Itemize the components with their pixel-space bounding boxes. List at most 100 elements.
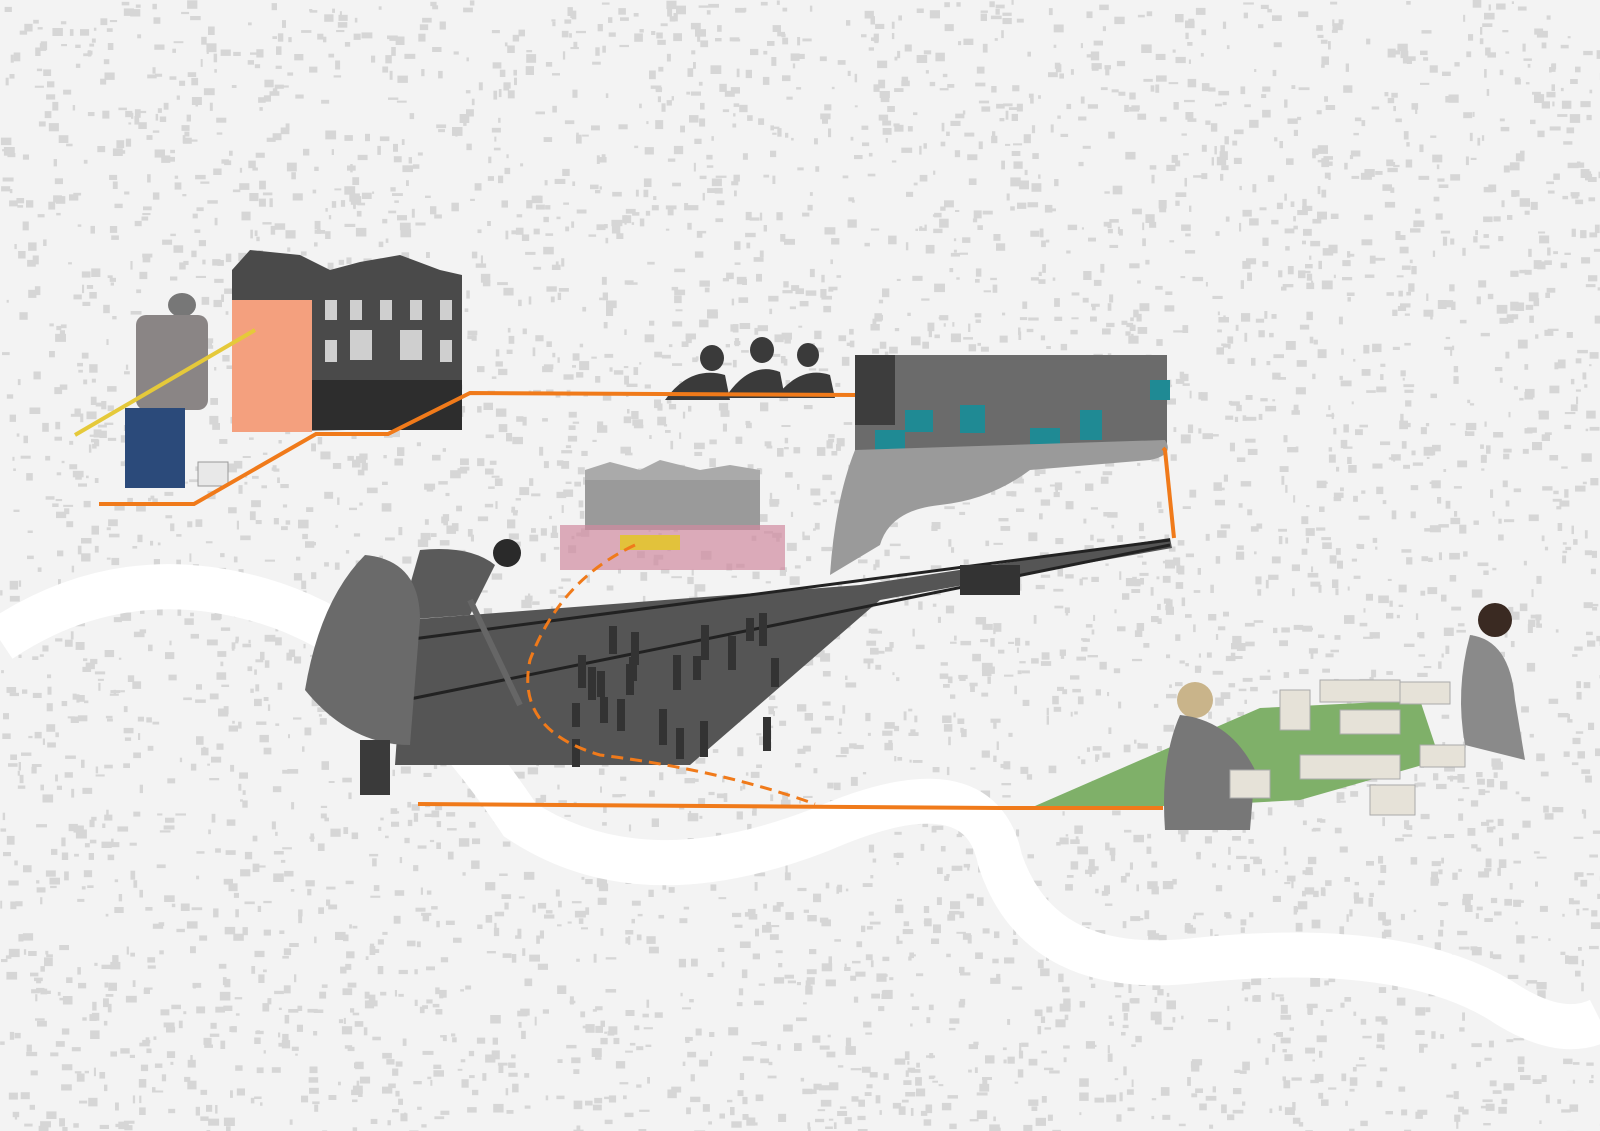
map-block xyxy=(561,258,565,267)
map-block xyxy=(228,463,237,473)
map-block xyxy=(1151,861,1158,868)
map-block xyxy=(1109,1021,1114,1026)
map-block xyxy=(1351,558,1357,562)
map-block xyxy=(1122,593,1130,600)
map-block xyxy=(1267,669,1271,673)
map-block xyxy=(1561,1109,1571,1113)
map-block xyxy=(106,28,113,32)
map-block xyxy=(28,242,37,251)
map-block xyxy=(1172,1017,1176,1023)
map-block xyxy=(267,704,271,711)
map-block xyxy=(937,616,941,623)
map-block xyxy=(124,191,130,195)
map-block xyxy=(354,1062,363,1069)
map-block xyxy=(118,657,122,660)
map-block xyxy=(1420,813,1430,820)
map-block xyxy=(1312,373,1316,380)
map-block xyxy=(352,177,360,185)
map-block xyxy=(784,238,795,245)
map-block xyxy=(739,1073,745,1080)
map-block xyxy=(216,117,227,123)
map-block xyxy=(435,987,440,995)
map-block xyxy=(1016,647,1019,653)
map-block xyxy=(1242,677,1253,682)
map-block xyxy=(129,842,137,846)
map-block xyxy=(1286,158,1294,165)
map-block xyxy=(777,1044,781,1051)
map-block xyxy=(1287,447,1297,453)
map-block xyxy=(1301,516,1309,525)
map-block xyxy=(1232,656,1243,659)
map-block xyxy=(484,503,494,508)
map-block xyxy=(353,33,361,40)
map-block xyxy=(125,110,133,118)
map-block xyxy=(1409,259,1413,264)
map-block xyxy=(702,192,705,201)
map-block xyxy=(426,999,433,1004)
map-block xyxy=(1425,1007,1431,1013)
map-block xyxy=(1188,18,1195,22)
map-block xyxy=(603,805,607,813)
map-block xyxy=(1086,1044,1097,1047)
map-block xyxy=(658,914,665,919)
map-block xyxy=(1099,4,1109,11)
map-block xyxy=(1059,73,1064,79)
map-block xyxy=(831,451,838,456)
map-block xyxy=(1106,1094,1117,1103)
map-block xyxy=(34,731,42,739)
map-block xyxy=(385,55,392,64)
map-block xyxy=(1429,525,1441,533)
map-block xyxy=(1034,487,1042,493)
map-block xyxy=(257,905,262,912)
map-block xyxy=(903,1080,912,1085)
map-block xyxy=(104,650,115,658)
map-block xyxy=(1513,488,1522,493)
map-block xyxy=(153,559,160,567)
map-block xyxy=(710,884,717,891)
map-block xyxy=(552,525,557,535)
map-block xyxy=(1104,65,1111,70)
map-block xyxy=(52,101,59,111)
map-block xyxy=(436,821,442,828)
map-block xyxy=(281,526,288,531)
map-block xyxy=(942,715,952,723)
map-block xyxy=(1575,66,1581,73)
map-block xyxy=(480,273,491,283)
map-block xyxy=(1171,154,1178,163)
map-block xyxy=(1181,597,1186,607)
map-block xyxy=(1317,159,1324,163)
map-block xyxy=(1317,34,1324,38)
map-block xyxy=(640,572,648,581)
map-block xyxy=(898,940,903,944)
map-block xyxy=(1372,343,1382,353)
map-block xyxy=(6,687,17,693)
map-block xyxy=(596,224,606,231)
map-block xyxy=(358,1089,363,1097)
map-block xyxy=(18,580,22,587)
map-block xyxy=(372,191,375,194)
map-block xyxy=(3,852,11,857)
map-block xyxy=(1328,447,1333,452)
map-block xyxy=(179,262,186,270)
map-block xyxy=(274,223,286,230)
map-block xyxy=(961,729,967,738)
map-block xyxy=(389,70,393,80)
map-block xyxy=(1077,846,1089,855)
map-block xyxy=(662,881,667,890)
map-block xyxy=(1064,607,1070,613)
map-block xyxy=(992,131,996,141)
map-block xyxy=(571,1057,581,1064)
map-block xyxy=(23,949,27,955)
map-block xyxy=(1249,218,1259,226)
map-block xyxy=(1179,371,1185,379)
map-block xyxy=(1440,903,1447,907)
map-block xyxy=(1340,439,1348,449)
map-block xyxy=(323,36,327,43)
map-block xyxy=(1312,152,1316,159)
map-block xyxy=(1114,1078,1119,1081)
map-block xyxy=(1519,900,1524,903)
map-block xyxy=(477,229,482,234)
map-block xyxy=(295,1053,298,1056)
map-block xyxy=(1591,550,1597,558)
map-block xyxy=(1524,364,1529,370)
